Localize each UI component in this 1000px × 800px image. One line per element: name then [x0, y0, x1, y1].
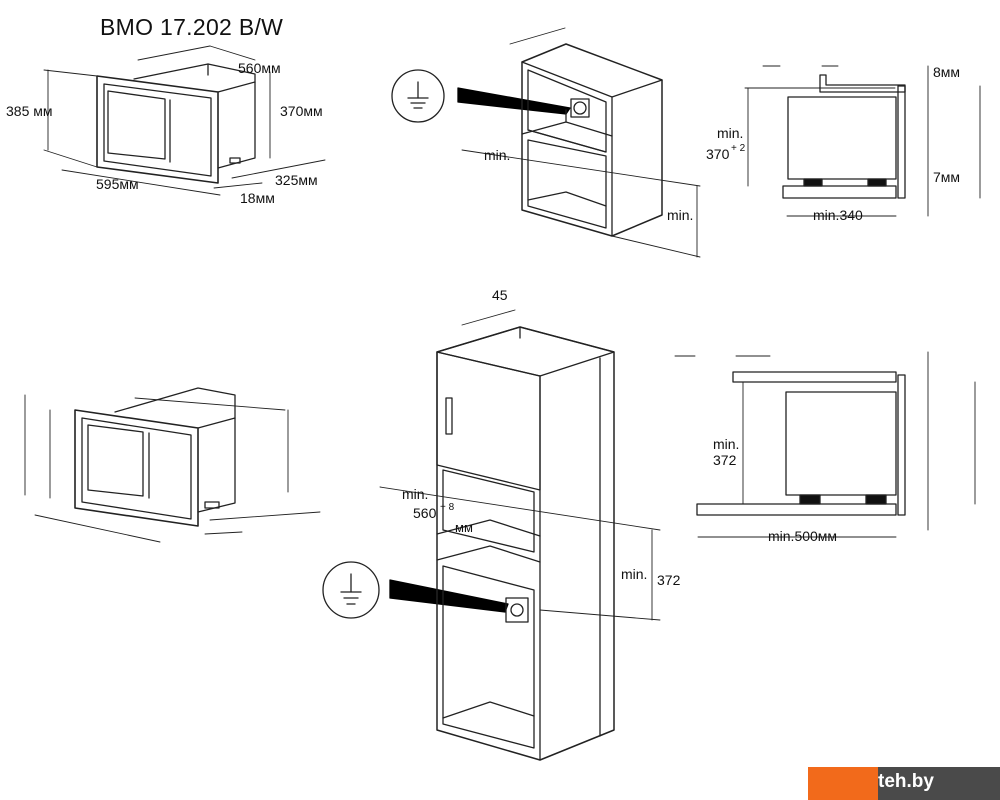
watermark: teh.by [808, 767, 1000, 800]
height-value-label: 370 [706, 146, 730, 162]
width-unit-label: мм [455, 520, 473, 535]
width-value-label: 560 [413, 505, 437, 521]
ground-symbol-icon [322, 561, 380, 619]
height-min-label: min. [621, 566, 647, 582]
pointer-arrow-icon [457, 87, 571, 115]
width-tolerance-label: + 8 [440, 502, 455, 513]
inner-height-label: 370мм [280, 103, 323, 119]
figure-cabinet-socket: min. min. [391, 27, 701, 258]
outer-height-label: 385 мм [6, 103, 53, 119]
figure-microwave-dimensions: 560мм 385 мм 370мм 595мм 325мм 18мм [6, 45, 326, 206]
bottom-gap-label: 7мм [933, 169, 960, 185]
height-value-label: 372 [713, 452, 737, 468]
depth-label: min.500мм [768, 528, 837, 544]
depth-label: min.340 [813, 207, 863, 223]
watermark-accent [808, 767, 878, 800]
figure-tall-cabinet: 45 min. 560 + 8 мм min. 372 [322, 287, 681, 761]
height-min-label: min. [717, 125, 743, 141]
page-title: BMO 17.202 B/W [100, 14, 284, 40]
width-min-label: min. [402, 486, 428, 502]
height-value-label: 372 [657, 572, 681, 588]
top-dim-label: 45 [492, 287, 508, 303]
ground-symbol-icon [391, 69, 445, 123]
watermark-text: teh.by [878, 771, 934, 792]
pointer-arrow-icon [389, 579, 509, 613]
body-depth-label: 325мм [275, 172, 318, 188]
frame-label: 18мм [240, 190, 275, 206]
figure-microwave-outline [24, 387, 321, 543]
min-depth-label: min. [484, 147, 510, 163]
width-label: 595мм [96, 176, 139, 192]
height-tolerance-label: + 2 [731, 143, 746, 154]
height-min-label: min. [713, 436, 739, 452]
figure-side-section-top: 8мм min. 370 + 2 7мм min.340 [706, 64, 981, 223]
top-gap-label: 8мм [933, 64, 960, 80]
min-height-label: min. [667, 207, 693, 223]
depth-label: 560мм [238, 60, 281, 76]
figure-side-section-bottom: min. 372 min.500мм [674, 351, 976, 544]
